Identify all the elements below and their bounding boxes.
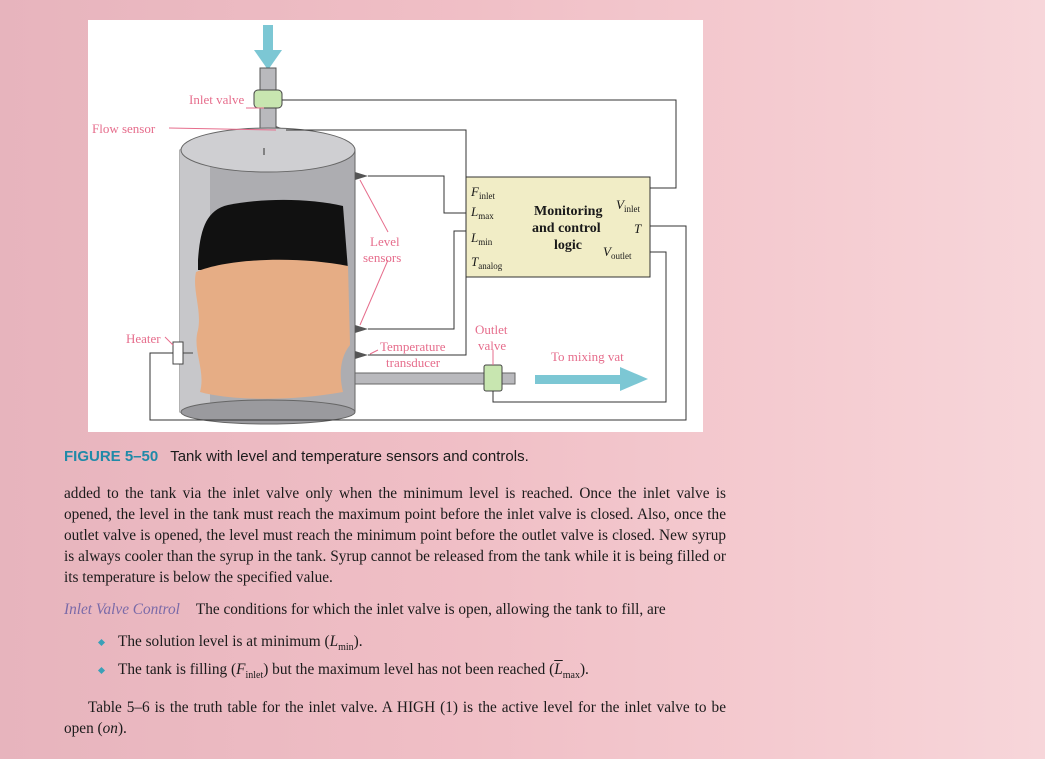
label-temperature-line1: Temperature — [380, 339, 446, 354]
label-level-sensors-line1: Level — [370, 234, 400, 249]
heater-icon — [172, 341, 184, 365]
logic-box — [465, 176, 651, 278]
paragraph-1: added to the tank via the inlet valve on… — [64, 485, 726, 586]
outlet-flow-arrow — [535, 367, 648, 391]
label-flow-sensor: Flow sensor — [92, 121, 156, 136]
outlet-pipe — [354, 372, 516, 385]
list-item: The solution level is at minimum (Lmin). — [96, 631, 726, 659]
input-l-min: Lmin — [470, 230, 493, 247]
level-sensor-bottom-icon — [355, 325, 368, 333]
temperature-transducer-icon — [355, 351, 368, 359]
logic-title-line1: Monitoring — [534, 204, 602, 219]
figure-diagram: Inlet valve Flow sensor Level sensors He… — [88, 20, 703, 432]
signal-wires — [149, 99, 687, 421]
list-item: The tank is filling (Finlet) but the max… — [96, 659, 726, 687]
logic-title-line2: and control — [532, 221, 601, 236]
logic-title-line3: logic — [554, 238, 582, 253]
body-text: added to the tank via the inlet valve on… — [64, 483, 726, 739]
level-sensor-top-icon — [355, 172, 368, 180]
output-v-outlet: Voutlet — [603, 244, 632, 261]
condition-list: The solution level is at minimum (Lmin).… — [64, 631, 726, 687]
tank-diagram: Inlet valve Flow sensor Level sensors He… — [92, 25, 687, 425]
outlet-valve-icon — [483, 364, 503, 392]
label-outlet-line2: valve — [478, 338, 506, 353]
label-temperature-line2: transducer — [386, 355, 441, 370]
inlet-valve-icon — [253, 89, 283, 109]
figure-number: FIGURE 5–50 — [64, 448, 159, 465]
label-to-mixing-vat: To mixing vat — [551, 349, 624, 364]
syrup-fill — [195, 259, 350, 399]
paragraph-3: Table 5–6 is the truth table for the inl… — [64, 699, 726, 738]
input-t-analog: Tanalog — [471, 254, 503, 271]
label-level-sensors-line2: sensors — [363, 250, 401, 265]
tank-icon — [179, 127, 356, 425]
output-v-inlet: Vinlet — [616, 197, 640, 214]
inlet-flow-arrow — [254, 25, 282, 70]
figure-caption: FIGURE 5–50 Tank with level and temperatu… — [64, 448, 529, 465]
label-heater: Heater — [126, 331, 161, 346]
label-outlet-line1: Outlet — [475, 322, 508, 337]
subhead-inlet-valve-control: Inlet Valve Control — [64, 601, 180, 618]
label-inlet-valve: Inlet valve — [189, 92, 244, 107]
input-f-inlet: Finlet — [470, 184, 495, 201]
input-l-max: Lmax — [470, 204, 494, 221]
figure-caption-text: Tank with level and temperature sensors … — [170, 448, 529, 465]
output-t: T — [634, 221, 642, 236]
